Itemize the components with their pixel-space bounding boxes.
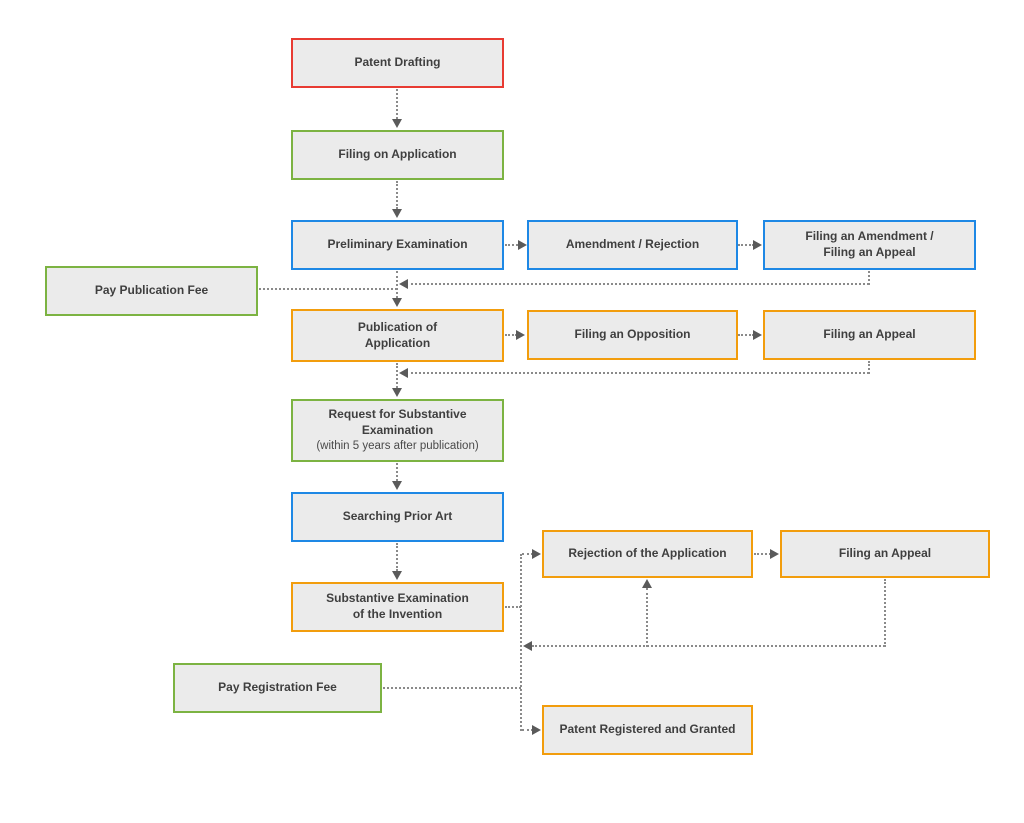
connector-appeal-return-row2	[406, 372, 869, 374]
connector-pay-publication-fee	[259, 288, 397, 290]
connector-filing-to-preliminary	[396, 181, 398, 209]
node-filing-on-application: Filing on Application	[291, 130, 504, 180]
node-patent-drafting: Patent Drafting	[291, 38, 504, 88]
arrowhead-up-icon	[642, 579, 652, 588]
node-publication-of-application: Publication of Application	[291, 309, 504, 362]
connector-publication-to-opposition	[505, 334, 517, 336]
node-label: Filing an Appeal	[838, 546, 932, 561]
node-label: Pay Publication Fee	[94, 283, 209, 298]
arrowhead-down-icon	[392, 388, 402, 397]
arrowhead-down-icon	[392, 119, 402, 128]
node-label: Pay Registration Fee	[218, 680, 337, 695]
node-preliminary-examination: Preliminary Examination	[291, 220, 504, 270]
node-amendment-rejection: Amendment / Rejection	[527, 220, 738, 270]
arrowhead-left-icon	[523, 641, 532, 651]
connector-amendment-appeal-return-drop	[868, 271, 870, 285]
connector-junction-to-rejection	[522, 553, 533, 555]
node-filing-an-appeal-bottom: Filing an Appeal	[780, 530, 990, 578]
connector-junction-vertical	[520, 554, 522, 731]
node-label: Rejection of the Application	[568, 546, 727, 561]
connector-substantive-to-junction	[505, 606, 521, 608]
node-sublabel: (within 5 years after publication)	[316, 439, 479, 452]
node-label: Searching Prior Art	[342, 509, 453, 524]
connector-rejection-to-appeal	[754, 553, 771, 555]
arrowhead-down-icon	[392, 571, 402, 580]
connector-preliminary-to-amendment	[505, 244, 518, 246]
arrowhead-down-icon	[392, 209, 402, 218]
node-filing-an-opposition: Filing an Opposition	[527, 310, 738, 360]
connector-searching-to-substantive	[396, 543, 398, 571]
connector-return-to-rejection	[646, 588, 648, 647]
arrowhead-down-icon	[392, 481, 402, 490]
node-label: Request for Substantive Examination	[328, 407, 467, 438]
connector-request-to-searching	[396, 463, 398, 481]
node-searching-prior-art: Searching Prior Art	[291, 492, 504, 542]
connector-junction-to-registered	[522, 729, 533, 731]
node-rejection-of-application: Rejection of the Application	[542, 530, 753, 578]
node-label: Amendment / Rejection	[565, 237, 700, 252]
connector-amendment-to-appeal	[738, 244, 754, 246]
arrowhead-right-icon	[753, 330, 762, 340]
arrowhead-down-icon	[392, 298, 402, 307]
node-pay-registration-fee: Pay Registration Fee	[173, 663, 382, 713]
arrowhead-right-icon	[532, 725, 541, 735]
node-request-substantive-examination: Request for Substantive Examination (wit…	[291, 399, 504, 462]
arrowhead-right-icon	[516, 330, 525, 340]
arrowhead-left-icon	[399, 368, 408, 378]
connector-appeal-mid-return-drop	[868, 361, 870, 374]
arrowhead-right-icon	[532, 549, 541, 559]
node-label: Patent Drafting	[354, 55, 441, 70]
node-label: Filing an Opposition	[574, 327, 691, 342]
node-label: Publication of Application	[357, 319, 438, 350]
arrowhead-right-icon	[518, 240, 527, 250]
arrowhead-left-icon	[399, 279, 408, 289]
node-substantive-examination: Substantive Examination of the Invention	[291, 582, 504, 632]
connector-preliminary-to-publication	[396, 271, 398, 298]
node-label: Substantive Examination of the Invention	[326, 591, 469, 621]
node-label: Filing an Amendment / Filing an Appeal	[805, 229, 934, 259]
arrowhead-right-icon	[770, 549, 779, 559]
node-label: Patent Registered and Granted	[559, 722, 736, 737]
connector-appeal-return-row1	[406, 283, 869, 285]
node-patent-registered-granted: Patent Registered and Granted	[542, 705, 753, 755]
connector-opposition-to-appeal	[738, 334, 754, 336]
node-label: Filing on Application	[338, 147, 457, 162]
arrowhead-right-icon	[753, 240, 762, 250]
node-label: Filing an Appeal	[823, 327, 916, 342]
node-filing-an-appeal-mid: Filing an Appeal	[763, 310, 976, 360]
node-pay-publication-fee: Pay Publication Fee	[45, 266, 258, 316]
node-filing-amendment-appeal: Filing an Amendment / Filing an Appeal	[763, 220, 976, 270]
connector-appeal-return-bottom	[532, 645, 885, 647]
connector-drafting-to-filing	[396, 89, 398, 119]
connector-pay-registration-fee	[383, 687, 521, 689]
node-label: Preliminary Examination	[327, 237, 468, 252]
connector-appeal-bottom-drop	[884, 579, 886, 647]
connector-publication-to-request	[396, 363, 398, 388]
